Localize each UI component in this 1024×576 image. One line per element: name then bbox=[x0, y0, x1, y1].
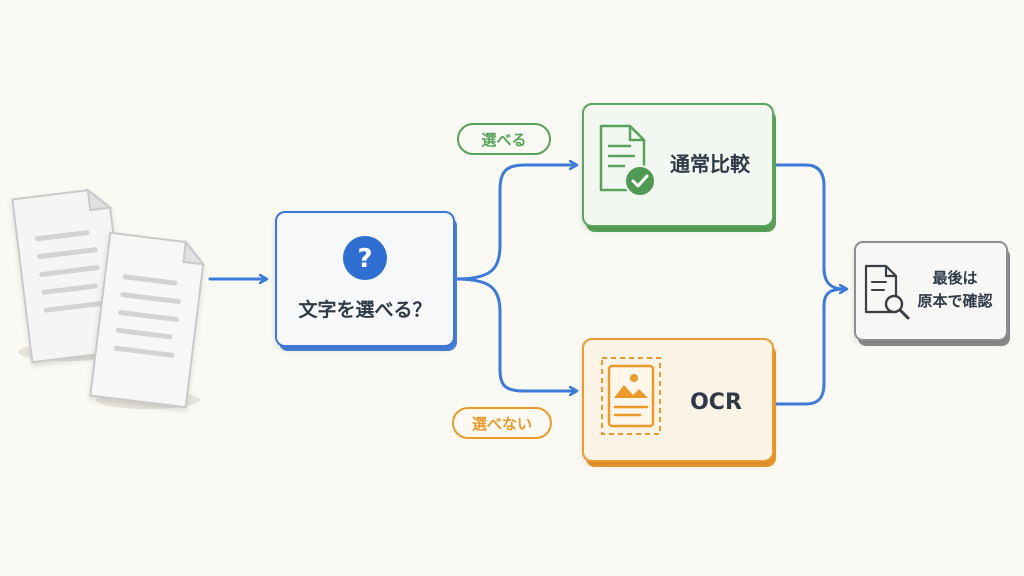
branch-label-yes-text: 選べる bbox=[481, 131, 526, 149]
ocr-node: OCR bbox=[582, 338, 776, 467]
image-scan-icon bbox=[601, 357, 661, 435]
final-check-node: 最後は 原本で確認 bbox=[854, 241, 1010, 346]
branch-label-no-text: 選べない bbox=[472, 415, 532, 433]
connectors bbox=[208, 163, 846, 406]
question-icon: ? bbox=[343, 236, 387, 280]
ocr-label: OCR bbox=[690, 390, 742, 415]
documents-icon bbox=[11, 187, 206, 409]
connector-to-normal bbox=[454, 165, 576, 281]
normal-compare-node: 通常比較 bbox=[582, 103, 776, 232]
normal-compare-label: 通常比較 bbox=[670, 152, 751, 176]
final-label-line2: 原本で確認 bbox=[917, 292, 992, 310]
branch-label-no: 選べない bbox=[452, 407, 552, 439]
svg-text:?: ? bbox=[357, 244, 372, 274]
question-node: ? 文字を選べる？ bbox=[275, 211, 457, 351]
connector-normal-to-final bbox=[774, 163, 846, 289]
document-check-icon bbox=[599, 124, 656, 197]
connector-to-ocr bbox=[454, 277, 576, 391]
final-label-line1: 最後は bbox=[932, 269, 977, 287]
branch-label-yes: 選べる bbox=[457, 123, 551, 155]
connector-ocr-to-final bbox=[774, 287, 846, 406]
question-label: 文字を選べる？ bbox=[298, 298, 431, 321]
document-search-icon bbox=[864, 264, 910, 320]
